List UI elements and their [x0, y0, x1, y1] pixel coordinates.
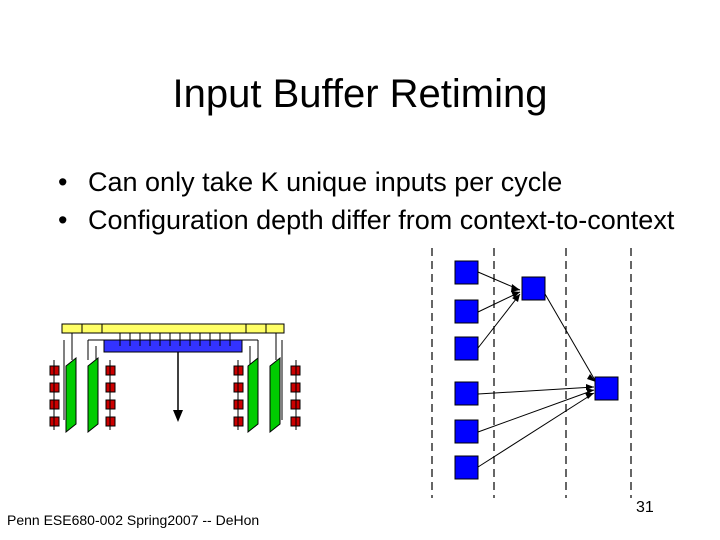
bullet-item: • Can only take K unique inputs per cycl…	[58, 163, 678, 201]
input-node	[454, 381, 479, 406]
input-node	[454, 336, 479, 361]
input-node	[454, 299, 479, 324]
slide-footer: Penn ESE680-002 Spring2007 -- DeHon	[7, 512, 260, 528]
crossbar-block	[103, 339, 243, 353]
bus-bar	[61, 323, 285, 334]
input-buffer-shape	[247, 356, 259, 434]
bullet-item: • Configuration depth differ from contex…	[58, 201, 678, 239]
input-buffer-shape	[65, 356, 77, 434]
input-node	[454, 260, 479, 285]
input-buffer-shape	[87, 356, 99, 434]
input-node	[454, 455, 479, 480]
arrow-head-icon	[173, 410, 183, 422]
bullet-text: Can only take K unique inputs per cycle	[88, 167, 563, 197]
output-node	[594, 376, 619, 401]
bullet-list: • Can only take K unique inputs per cycl…	[58, 163, 678, 239]
bullet-marker: •	[58, 167, 68, 197]
input-buffer-shape	[269, 356, 281, 434]
bullet-marker: •	[58, 205, 68, 235]
slide-title: Input Buffer Retiming	[172, 72, 548, 116]
bullet-text: Configuration depth differ from context-…	[88, 205, 675, 235]
page-number: 31	[636, 499, 654, 516]
intermediate-node	[521, 276, 546, 301]
input-node	[454, 419, 479, 444]
